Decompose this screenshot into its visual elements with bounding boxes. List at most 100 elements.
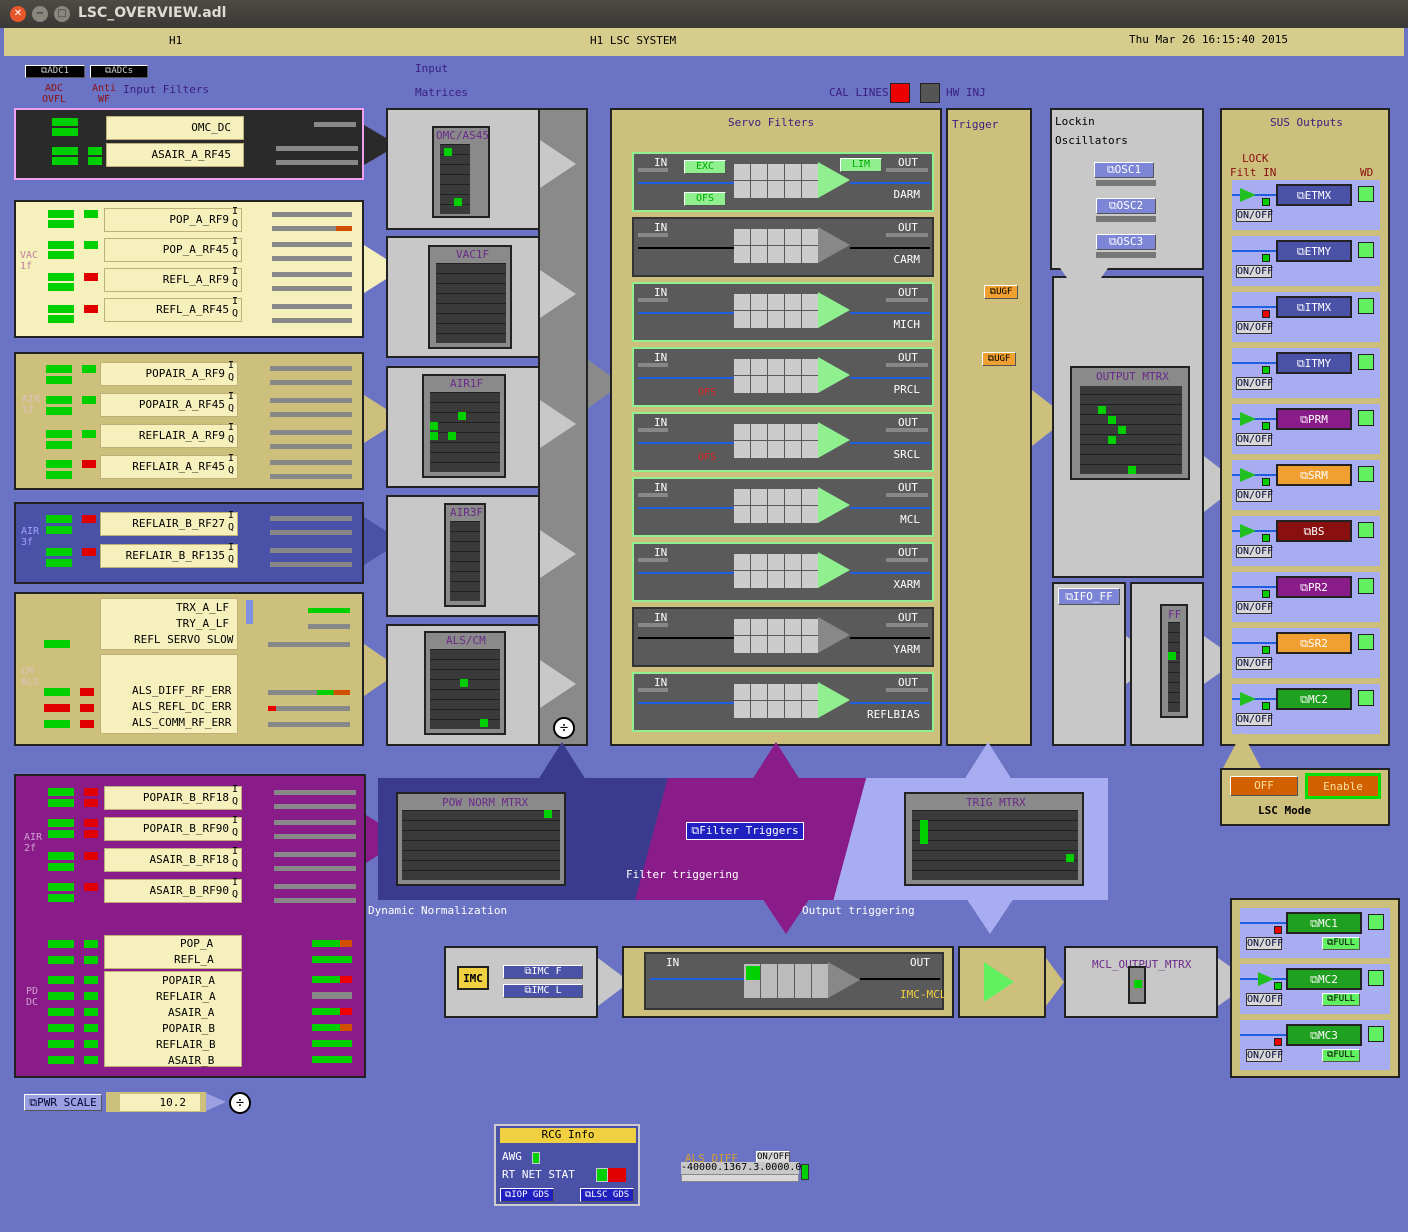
lsc-mode-enable-button[interactable]: Enable	[1305, 773, 1381, 799]
chan-popair-b[interactable]: POPAIR_B	[162, 1022, 215, 1035]
chan-pop-a[interactable]: POP_A	[180, 937, 214, 950]
chan-popair-a-rf9[interactable]: POPAIR_A_RF9	[100, 362, 238, 386]
chan-popair-a[interactable]: POPAIR_A	[162, 974, 215, 987]
matrix-air1f[interactable]: AIR1F	[422, 374, 506, 478]
maximize-icon[interactable]: □	[54, 6, 70, 22]
lsc-mode-off-button[interactable]: OFF	[1230, 776, 1298, 796]
chan-asair-b-rf90[interactable]: ASAIR_B_RF90	[104, 879, 242, 903]
osc1-button[interactable]: ⧉OSC1	[1094, 162, 1154, 178]
filter-triggers-button[interactable]: ⧉Filter Triggers	[686, 822, 804, 840]
ff-matrix[interactable]: FF	[1160, 604, 1188, 718]
close-icon[interactable]: ✕	[10, 6, 26, 22]
chan-omc-dc[interactable]: OMC_DC	[106, 116, 244, 140]
sus-button-sr2[interactable]: ⧉SR2	[1276, 632, 1352, 654]
chan-asair-a-rf45[interactable]: ASAIR_A_RF45	[106, 143, 244, 167]
chan-refl-a-rf9[interactable]: REFL_A_RF9	[104, 268, 242, 292]
matrix-als-cm[interactable]: ALS/CM	[424, 631, 506, 735]
chan-als-diff-rf-err[interactable]: ALS_DIFF_RF_ERR	[132, 684, 232, 697]
sus-button-bs[interactable]: ⧉BS	[1276, 520, 1352, 542]
sus-onoff-button[interactable]: ON/OFF	[1236, 209, 1274, 222]
sus-onoff-button[interactable]: ON/OFF	[1236, 545, 1274, 558]
chan-reflair-a-rf9[interactable]: REFLAIR_A_RF9	[100, 424, 238, 448]
chan-popair-b-rf18[interactable]: POPAIR_B_RF18	[104, 786, 242, 810]
matrix-divide-icon[interactable]: ÷	[553, 717, 575, 739]
output-mtrx[interactable]: OUTPUT MTRX	[1070, 366, 1190, 480]
sus-onoff-button[interactable]: ON/OFF	[1236, 489, 1274, 502]
mc-onoff-button[interactable]: ON/OFF	[1246, 993, 1284, 1006]
servo-bank-yarm[interactable]: IN OUT YARM	[632, 607, 934, 667]
servo-bank-mcl[interactable]: IN OUT MCL	[632, 477, 934, 537]
trig-matrix[interactable]: TRIG MTRX	[904, 792, 1084, 886]
sus-button-etmy[interactable]: ⧉ETMY	[1276, 240, 1352, 262]
pwr-scale-value[interactable]: 10.2	[120, 1094, 200, 1111]
mc-button-1[interactable]: ⧉MC1	[1286, 912, 1362, 934]
exc-button[interactable]: EXC	[684, 160, 726, 174]
servo-bank-srcl[interactable]: IN OUT SRCL OFS	[632, 412, 934, 472]
chan-reflair-b-rf135[interactable]: REFLAIR_B_RF135	[100, 544, 238, 568]
sus-onoff-button[interactable]: ON/OFF	[1236, 265, 1274, 278]
sus-button-etmx[interactable]: ⧉ETMX	[1276, 184, 1352, 206]
sus-button-srm[interactable]: ⧉SRM	[1276, 464, 1352, 486]
imc-mcl-bank[interactable]: IN OUT IMC-MCL	[644, 952, 946, 1010]
lsc-gds-button[interactable]: ⧉LSC GDS	[580, 1188, 634, 1202]
servo-bank-prcl[interactable]: IN OUT PRCL OFS	[632, 347, 934, 407]
divide-icon[interactable]: ÷	[229, 1092, 251, 1114]
mich-ugf-button[interactable]: ⧉UGF	[984, 285, 1018, 299]
matrix-air3f[interactable]: AIR3F	[444, 503, 486, 607]
sus-onoff-button[interactable]: ON/OFF	[1236, 713, 1274, 726]
sus-onoff-button[interactable]: ON/OFF	[1236, 657, 1274, 670]
mcl-output-matrix[interactable]	[1128, 966, 1146, 1004]
chan-asair-b-rf18[interactable]: ASAIR_B_RF18	[104, 848, 242, 872]
chan-reflair-b[interactable]: REFLAIR_B	[156, 1038, 216, 1051]
mc-button-2[interactable]: ⧉MC2	[1286, 968, 1362, 990]
chan-als-comm-rf-err[interactable]: ALS_COMM_RF_ERR	[132, 716, 232, 729]
sus-onoff-button[interactable]: ON/OFF	[1236, 377, 1274, 390]
osc3-button[interactable]: ⧉OSC3	[1096, 234, 1156, 250]
adc1-button[interactable]: ⧉ADC1	[25, 65, 85, 78]
sus-button-itmy[interactable]: ⧉ITMY	[1276, 352, 1352, 374]
servo-bank-mich[interactable]: IN OUT MICH	[632, 282, 934, 342]
imc-button[interactable]: IMC	[457, 966, 489, 990]
iop-gds-button[interactable]: ⧉IOP GDS	[500, 1188, 554, 1202]
mc-button-3[interactable]: ⧉MC3	[1286, 1024, 1362, 1046]
mc-full-button[interactable]: ⧉FULL	[1322, 1049, 1360, 1062]
pow-norm-matrix[interactable]: POW NORM MTRX	[396, 792, 566, 886]
ofs-button[interactable]: OFS	[684, 192, 726, 206]
adcs-button[interactable]: ⧉ADCs	[90, 65, 148, 78]
chan-asair-a[interactable]: ASAIR_A	[168, 1006, 215, 1019]
chan-reflair-a[interactable]: REFLAIR_A	[156, 990, 216, 1003]
chan-refl-a-rf45[interactable]: REFL_A_RF45	[104, 298, 242, 322]
sus-onoff-button[interactable]: ON/OFF	[1236, 601, 1274, 614]
osc2-button[interactable]: ⧉OSC2	[1096, 198, 1156, 214]
chan-try-a-lf[interactable]: TRY_A_LF	[176, 617, 229, 630]
lim-button[interactable]: LIM	[840, 158, 882, 172]
sus-button-prm[interactable]: ⧉PRM	[1276, 408, 1352, 430]
chan-reflair-a-rf45[interactable]: REFLAIR_A_RF45	[100, 455, 238, 479]
sus-onoff-button[interactable]: ON/OFF	[1236, 433, 1274, 446]
chan-pop-a-rf9[interactable]: POP_A_RF9	[104, 208, 242, 232]
chan-popair-a-rf45[interactable]: POPAIR_A_RF45	[100, 393, 238, 417]
matrix-omc-as45[interactable]: OMC/AS45	[432, 126, 490, 218]
mc-onoff-button[interactable]: ON/OFF	[1246, 1049, 1284, 1062]
matrix-vac1f[interactable]: VAC1F	[428, 245, 512, 349]
imc-l-button[interactable]: ⧉IMC L	[503, 984, 583, 998]
als-slider[interactable]	[681, 1174, 799, 1182]
chan-refl-a[interactable]: REFL_A	[174, 953, 214, 966]
mc-full-button[interactable]: ⧉FULL	[1322, 937, 1360, 950]
servo-bank-carm[interactable]: IN OUT CARM	[632, 217, 934, 277]
imc-f-button[interactable]: ⧉IMC F	[503, 965, 583, 979]
chan-als-refl-dc-err[interactable]: ALS_REFL_DC_ERR	[132, 700, 232, 713]
sus-onoff-button[interactable]: ON/OFF	[1236, 321, 1274, 334]
sus-button-pr2[interactable]: ⧉PR2	[1276, 576, 1352, 598]
prcl-ugf-button[interactable]: ⧉UGF	[982, 352, 1016, 366]
pwr-scale-button[interactable]: ⧉PWR SCALE	[24, 1094, 102, 1111]
servo-bank-xarm[interactable]: IN OUT XARM	[632, 542, 934, 602]
ifo-ff-button[interactable]: ⧉IFO_FF	[1058, 588, 1120, 605]
servo-bank-darm[interactable]: IN OUT DARM EXC OFS LIM	[632, 152, 934, 212]
sus-button-mc2[interactable]: ⧉MC2	[1276, 688, 1352, 710]
chan-pop-a-rf45[interactable]: POP_A_RF45	[104, 238, 242, 262]
servo-bank-reflbias[interactable]: IN OUT REFLBIAS	[632, 672, 934, 732]
chan-popair-b-rf90[interactable]: POPAIR_B_RF90	[104, 817, 242, 841]
sus-button-itmx[interactable]: ⧉ITMX	[1276, 296, 1352, 318]
mc-full-button[interactable]: ⧉FULL	[1322, 993, 1360, 1006]
